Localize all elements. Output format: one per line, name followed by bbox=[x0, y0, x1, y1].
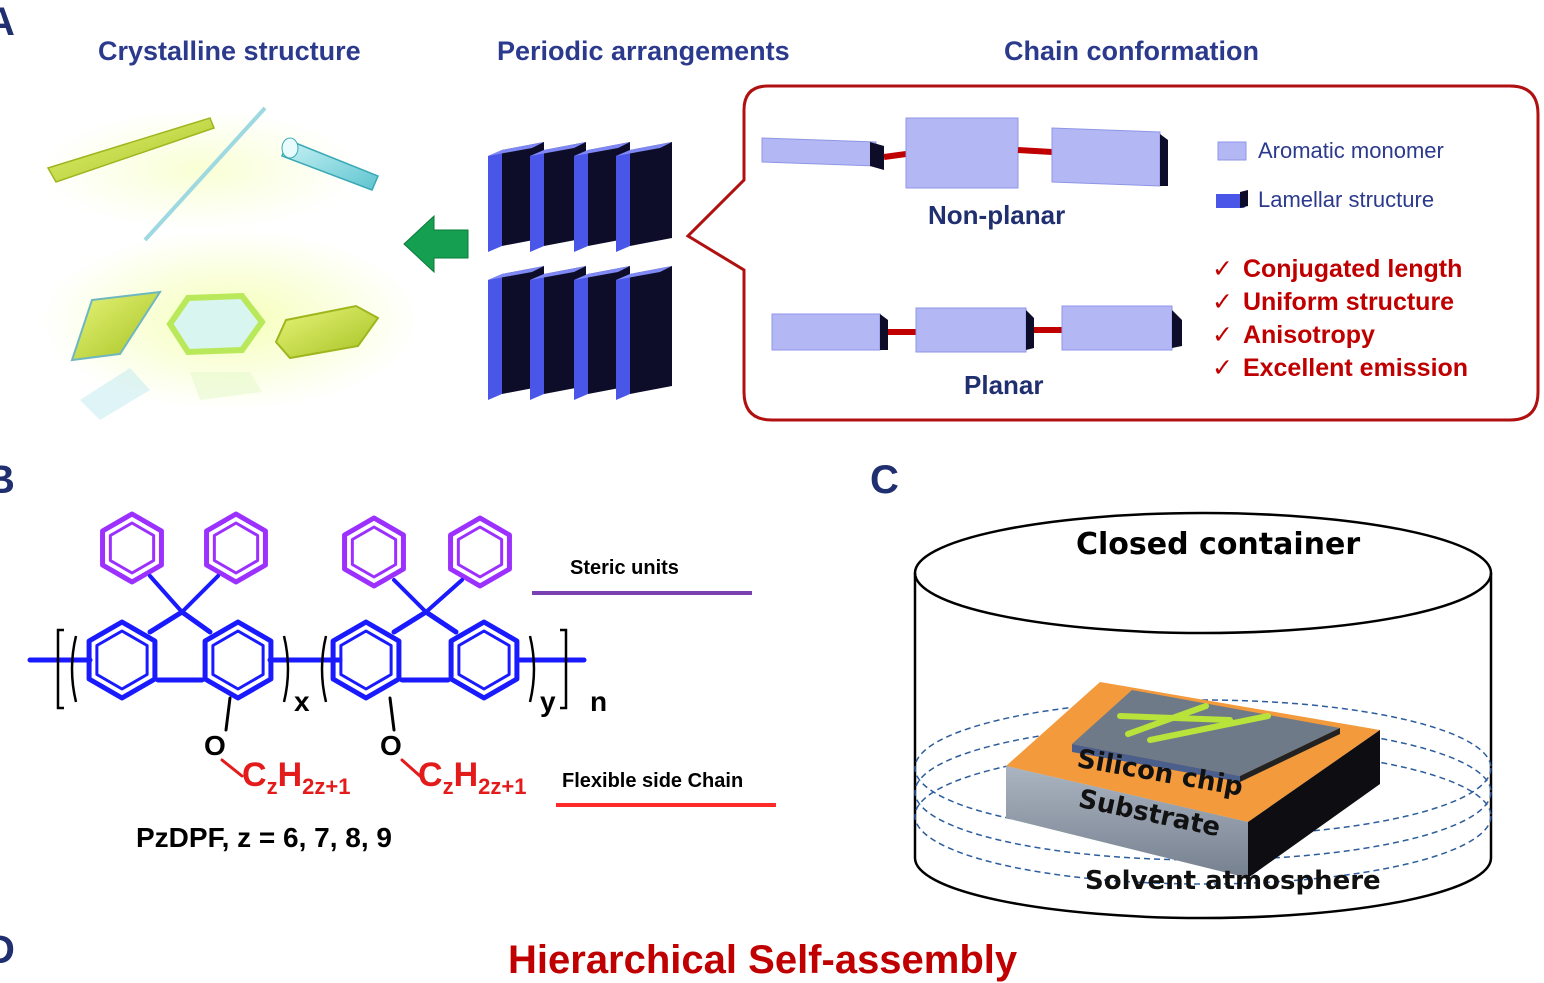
benzene-ring bbox=[448, 619, 520, 701]
rhombus-crystal bbox=[70, 290, 162, 362]
phenyl-bond bbox=[392, 578, 428, 614]
bridge-bond bbox=[423, 609, 459, 635]
heading-chain-conformation: Chain conformation bbox=[1004, 36, 1259, 66]
steric-units-label: Steric units bbox=[570, 557, 679, 579]
alkyl-bond bbox=[400, 758, 422, 778]
benzene-ring bbox=[86, 619, 158, 701]
planar-label: Planar bbox=[964, 370, 1044, 400]
phenyl-ring bbox=[100, 511, 164, 585]
y-subscript-label: y bbox=[540, 686, 556, 717]
hexagon-crystal bbox=[166, 292, 266, 356]
oxygen-bond bbox=[224, 696, 232, 732]
phenyl-bond bbox=[148, 574, 184, 614]
silicon-chip bbox=[1072, 690, 1340, 782]
checkmark-icon: ✓ bbox=[1212, 255, 1233, 283]
phenyl-ring bbox=[342, 515, 406, 589]
checkmark-icon: ✓ bbox=[1212, 321, 1233, 349]
checklist-item-label: Uniform structure bbox=[1242, 288, 1455, 316]
side-chain-c: C bbox=[242, 756, 267, 794]
checklist-item: ✓ Uniform structure bbox=[1212, 287, 1468, 320]
side-chain-sub-z: z bbox=[266, 774, 278, 799]
alkyl-bond bbox=[220, 758, 244, 778]
checklist-item: ✓ Excellent emission bbox=[1212, 353, 1468, 386]
planar-chain bbox=[771, 305, 1182, 353]
heading-crystalline-structure: Crystalline structure bbox=[98, 36, 361, 66]
checklist-item: ✓ Anisotropy bbox=[1212, 320, 1468, 353]
checklist-item-label: Conjugated length bbox=[1242, 255, 1463, 283]
side-chain-c: C bbox=[418, 756, 443, 794]
side-chain-formula-1: CzH2z+1 bbox=[242, 756, 350, 799]
polymer-formula-caption: PzDPF, z = 6, 7, 8, 9 bbox=[136, 822, 393, 853]
side-chain-sub-2z1: 2z+1 bbox=[478, 774, 527, 799]
lamellar-block bbox=[616, 266, 672, 400]
panel-b-letter: B bbox=[0, 458, 15, 502]
property-checklist: ✓ Conjugated length ✓ Uniform structure ✓ A… bbox=[1212, 254, 1468, 386]
checklist-item: ✓ Conjugated length bbox=[1212, 254, 1468, 287]
checkmark-icon: ✓ bbox=[1212, 354, 1233, 382]
closed-container-title: Closed container bbox=[1076, 527, 1361, 562]
panel-d-letter: D bbox=[0, 928, 15, 972]
aromatic-monomer-swatch-icon bbox=[1217, 141, 1247, 161]
panel-c-letter: C bbox=[870, 458, 899, 502]
yellow-plate-crystal bbox=[274, 304, 380, 360]
checkmark-icon: ✓ bbox=[1212, 288, 1233, 316]
phenyl-bond bbox=[180, 574, 220, 614]
checklist-item-label: Anisotropy bbox=[1242, 321, 1375, 349]
phenyl-ring bbox=[448, 515, 512, 589]
yellow-ribbon-crystal bbox=[46, 117, 215, 183]
bridge-bond bbox=[179, 609, 213, 635]
crystal-reflection bbox=[190, 372, 262, 400]
benzene-ring bbox=[330, 619, 402, 701]
x-subscript-label: x bbox=[294, 686, 310, 717]
crystal-glow bbox=[40, 110, 360, 230]
non-planar-label: Non-planar bbox=[928, 200, 1066, 230]
polymer-brackets bbox=[56, 628, 568, 710]
legend-lamellar-structure: Lamellar structure bbox=[1258, 187, 1435, 212]
phenyl-ring bbox=[204, 511, 268, 585]
oxygen-bond bbox=[388, 696, 396, 732]
side-chain-formula-2: CzH2z+1 bbox=[418, 756, 526, 799]
side-chain-h: H bbox=[277, 756, 303, 794]
side-chain-h: H bbox=[453, 756, 479, 794]
side-chain-sub-z: z bbox=[442, 774, 454, 799]
panel-a-letter: A bbox=[0, 0, 15, 44]
cyan-rod-crystal bbox=[281, 137, 379, 191]
thin-wire-crystal bbox=[143, 106, 267, 242]
oxygen-label-2: O bbox=[380, 730, 402, 761]
benzene-ring bbox=[202, 619, 274, 701]
crystal-reflection bbox=[80, 368, 150, 420]
n-subscript-label: n bbox=[590, 686, 608, 717]
bridge-bond bbox=[391, 609, 429, 635]
legend-aromatic-monomer: Aromatic monomer bbox=[1258, 138, 1444, 163]
oxygen-label-1: O bbox=[204, 730, 226, 761]
lamellar-block bbox=[616, 142, 672, 252]
phenyl-bond bbox=[424, 578, 464, 614]
nanowire-crystals bbox=[1117, 703, 1271, 743]
bridge-bond bbox=[147, 609, 185, 635]
hierarchical-self-assembly-title: Hierarchical Self-assembly bbox=[508, 938, 1018, 982]
non-planar-chain bbox=[761, 117, 1168, 189]
checklist-item-label: Excellent emission bbox=[1242, 354, 1469, 382]
heading-periodic-arrangements: Periodic arrangements bbox=[497, 36, 790, 66]
cylinder-container bbox=[913, 511, 1493, 920]
lamellar-structure-swatch-icon bbox=[1216, 190, 1248, 208]
solvent-atmosphere-label: Solvent atmosphere bbox=[1085, 866, 1381, 896]
flexible-side-chain-label: Flexible side Chain bbox=[562, 770, 744, 792]
side-chain-sub-2z1: 2z+1 bbox=[302, 774, 351, 799]
